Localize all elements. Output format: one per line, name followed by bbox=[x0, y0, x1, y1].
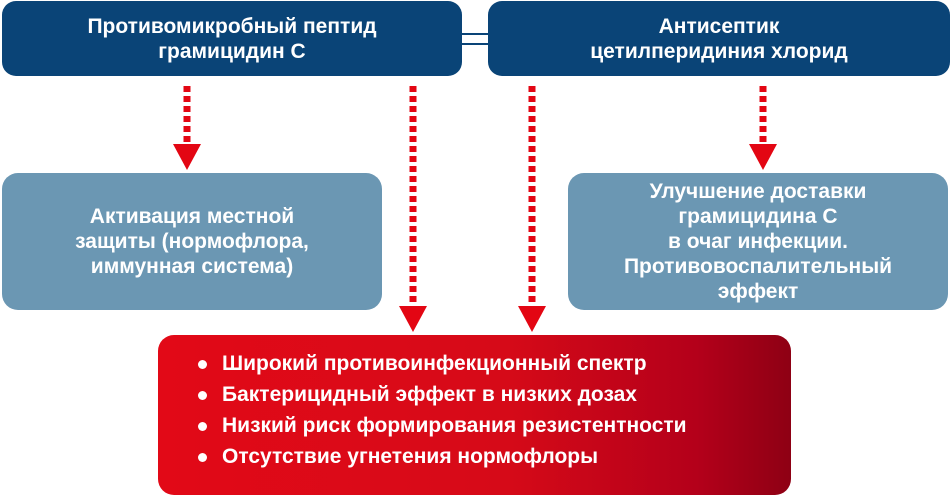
arrow-antiseptic-to-delivery bbox=[749, 86, 777, 170]
arrow-head bbox=[518, 306, 546, 332]
arrow-head bbox=[749, 144, 777, 170]
delivery-effect-label: Улучшение доставки грамицидина С в очаг … bbox=[623, 180, 893, 303]
benefit-item: Широкий противоинфекционный спектр bbox=[198, 350, 791, 381]
antiseptic-label: Антисептик цетилперидиния хлорид bbox=[590, 14, 848, 63]
benefits-box: Широкий противоинфекционный спектр Бакте… bbox=[158, 335, 791, 495]
benefit-item: Бактерицидный эффект в низких дозах bbox=[198, 381, 791, 412]
antiseptic-box: Антисептик цетилперидиния хлорид bbox=[488, 1, 950, 76]
arrow-head bbox=[399, 306, 427, 332]
gramicidin-box: Противомикробный пептид грамицидин С bbox=[2, 1, 462, 76]
arrow-gramicidin-to-defense bbox=[173, 86, 201, 170]
arrow-head bbox=[173, 144, 201, 170]
benefits-list: Широкий противоинфекционный спектр Бакте… bbox=[198, 350, 791, 474]
arrow-antiseptic-to-benefits bbox=[518, 86, 546, 332]
arrow-gramicidin-to-benefits bbox=[399, 86, 427, 332]
benefit-item: Отсутствие угнетения нормофлоры bbox=[198, 443, 791, 474]
benefit-item: Низкий риск формирования резистентности bbox=[198, 412, 791, 443]
box-connector-notch bbox=[452, 35, 498, 43]
local-defense-box: Активация местной защиты (нормофлора, им… bbox=[2, 173, 382, 310]
gramicidin-label: Противомикробный пептид грамицидин С bbox=[87, 14, 377, 63]
delivery-effect-box: Улучшение доставки грамицидина С в очаг … bbox=[568, 173, 948, 310]
local-defense-label: Активация местной защиты (нормофлора, им… bbox=[75, 205, 309, 278]
